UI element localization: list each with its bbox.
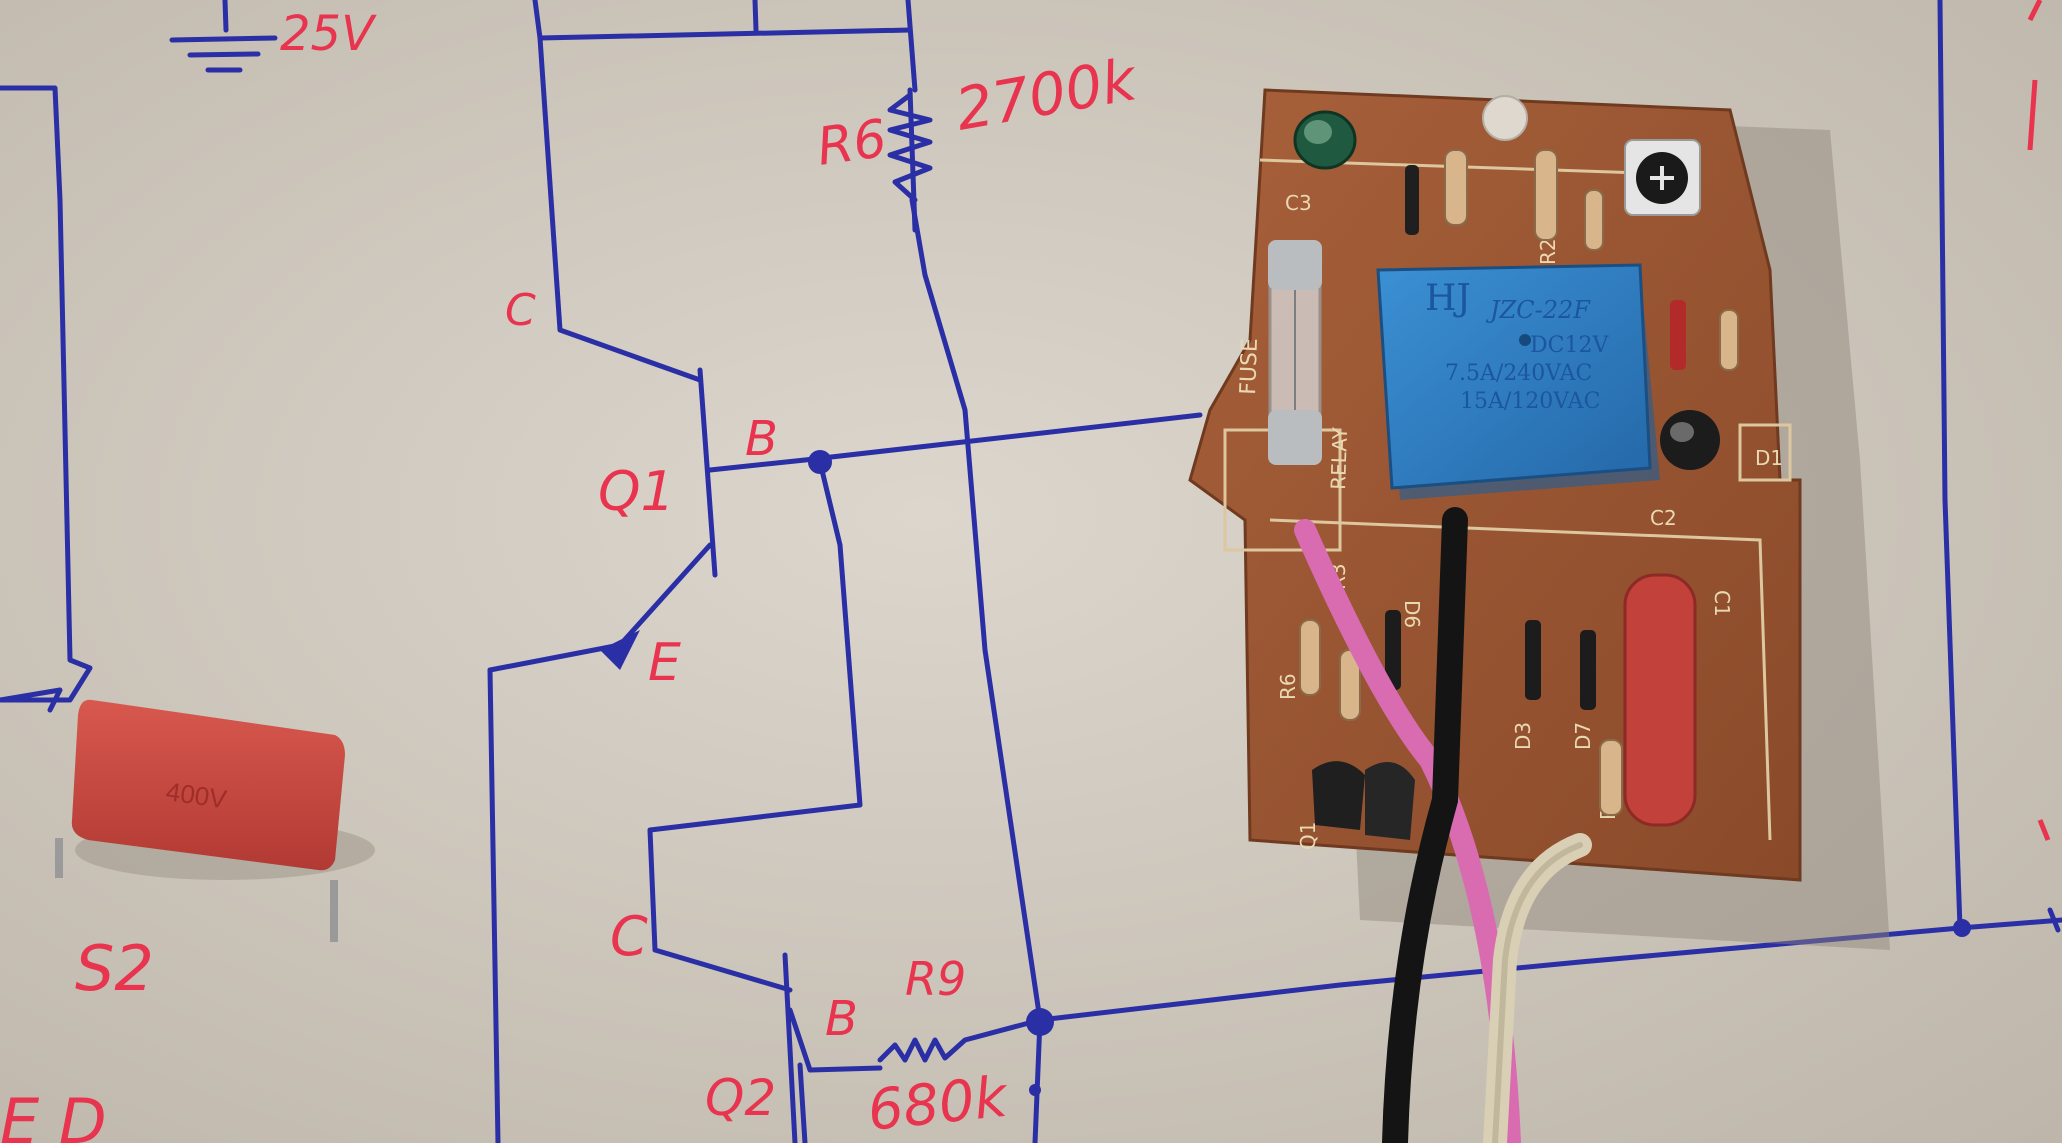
relay-model: JZC-22F <box>1485 296 1591 324</box>
silk-r2: R2 <box>1536 238 1560 265</box>
silk-q1: Q1 <box>1296 822 1320 850</box>
silk-d7: D7 <box>1571 722 1595 750</box>
lower-junction-dot <box>1029 1084 1041 1096</box>
silk-c2: C2 <box>1650 506 1677 530</box>
q1-name-label: Q1 <box>598 460 675 523</box>
q2-name-label: Q2 <box>705 1069 776 1127</box>
silk-c3: C3 <box>1285 191 1312 215</box>
relay-coil: DC12V <box>1530 333 1609 358</box>
r9-value-label: 680k <box>865 1064 1013 1143</box>
silk-d3: D3 <box>1511 722 1535 750</box>
pcb-board: FUSE RELAY C3 R2 R3 R6 D6 D3 D7 Q1 R1 C1… <box>1188 88 1890 950</box>
relay-brand: HJ <box>1425 278 1471 319</box>
q1-collector-label: C <box>505 285 536 336</box>
right-junction-dot <box>1953 919 1971 937</box>
q1-base-label: B <box>745 411 778 467</box>
q2-base-label: B <box>825 991 858 1047</box>
bottom-junction-dot <box>1026 1008 1054 1036</box>
silk-d6: D6 <box>1400 600 1424 628</box>
q1-emitter-label: E <box>648 633 681 693</box>
silk-c1: C1 <box>1710 590 1734 617</box>
relay-rating-2: 15A/120VAC <box>1460 389 1600 414</box>
silk-r6: R6 <box>1276 673 1300 700</box>
relay-component: HJ JZC-22F DC12V 7.5A/240VAC 15A/120VAC <box>1376 263 1660 500</box>
r6-resistor-symbol <box>887 92 933 203</box>
r9-name-label: R9 <box>905 952 966 1006</box>
film-capacitor: 400V <box>55 699 375 942</box>
base-junction-dot <box>808 450 832 474</box>
right-edge-marks <box>2027 0 2051 841</box>
r6-name-label: R6 <box>813 109 890 178</box>
voltage-label: 25V <box>280 6 377 62</box>
relay-rating-1: 7.5A/240VAC <box>1445 361 1592 386</box>
capacitor-sketch-label: S2 <box>75 932 154 1005</box>
q2-collector-label: C <box>610 905 648 968</box>
fuse-silk-label: FUSE <box>1236 338 1263 395</box>
glass-fuse <box>1268 240 1322 465</box>
pcb-wires <box>1294 507 1592 1143</box>
q1-emitter-arrow <box>600 630 640 670</box>
silk-d1: D1 <box>1755 446 1783 470</box>
relay-silk-label: RELAY <box>1326 426 1352 490</box>
bottom-left-label: E D <box>0 1085 107 1143</box>
